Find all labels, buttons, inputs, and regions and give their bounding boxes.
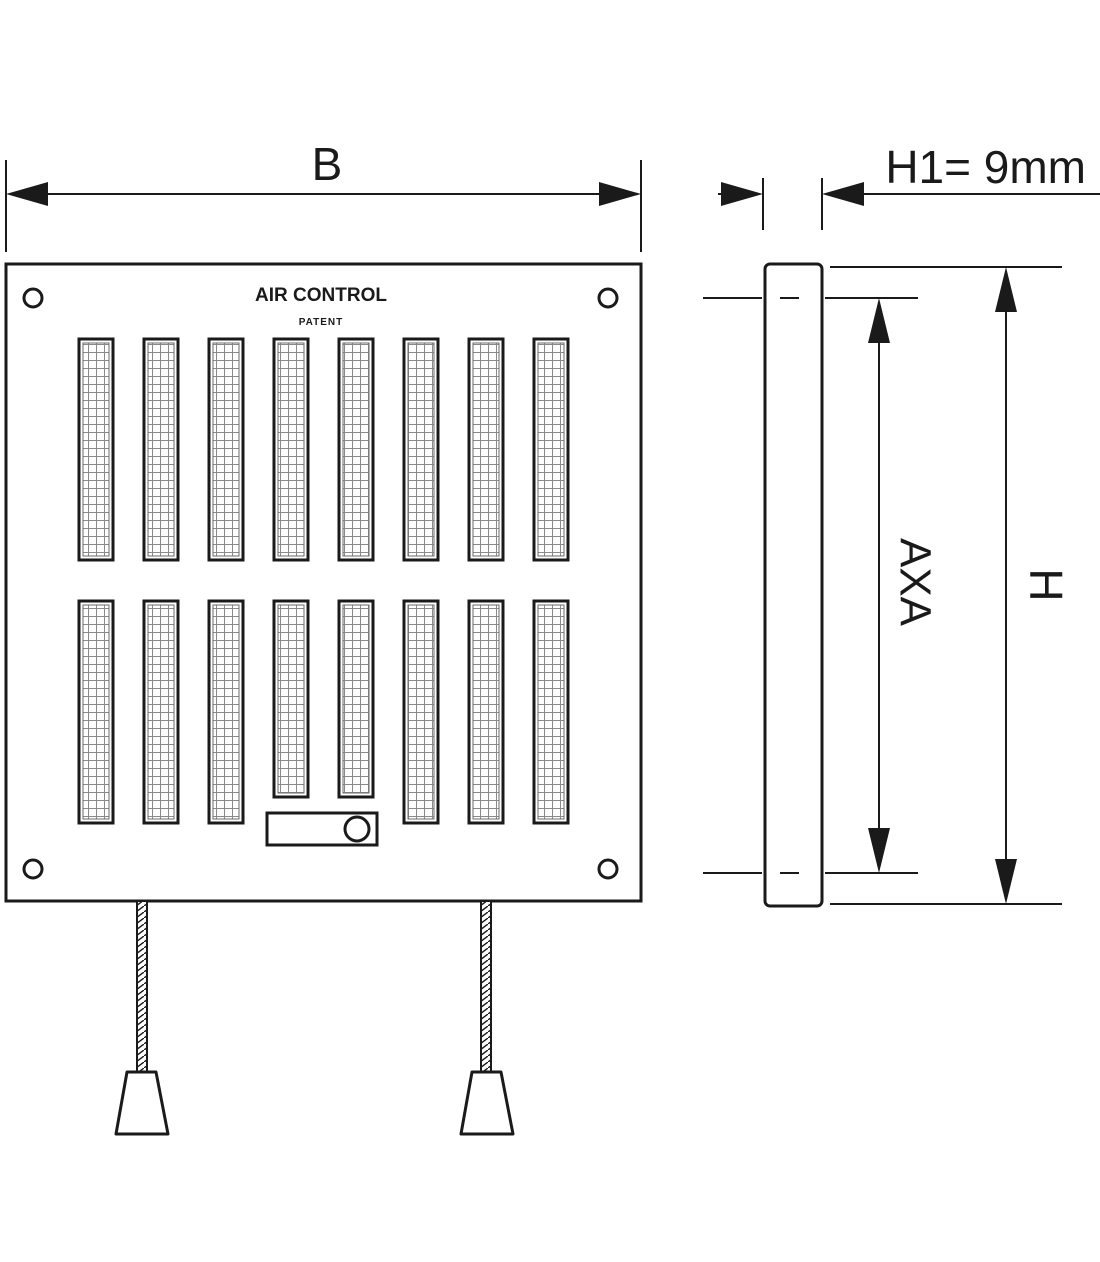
vent-mesh-lower-2 — [147, 604, 175, 820]
brand-label: AIR CONTROL — [255, 285, 387, 306]
vent-mesh-lower-1 — [82, 604, 110, 820]
width-arrow-left — [6, 182, 48, 206]
screw-hole-bottom-right — [597, 858, 619, 880]
patent-label: PATENT — [299, 317, 344, 328]
cord-left — [136, 900, 148, 1077]
vent-mesh-lower-6 — [407, 604, 435, 820]
profile-outline — [763, 262, 824, 908]
screw-hole-top-left — [22, 287, 44, 309]
thickness-arrow-left — [721, 182, 763, 206]
pull-cord-right — [459, 900, 515, 1136]
axa-arrow-top — [868, 298, 890, 343]
screw-hole-bottom-left — [22, 858, 44, 880]
height-arrow-bottom — [995, 859, 1017, 904]
thickness-dimension — [718, 178, 1100, 230]
vent-mesh-upper-4 — [277, 342, 305, 557]
vent-mesh-lower-3 — [212, 604, 240, 820]
axa-arrow-bottom — [868, 828, 890, 873]
thickness-label: H1= 9mm — [885, 141, 1086, 193]
vent-mesh-lower-4 — [277, 604, 305, 794]
pull-cord-left — [114, 900, 170, 1136]
vent-mesh-lower-8 — [537, 604, 565, 820]
screw-hole-top-right — [597, 287, 619, 309]
thickness-arrow-right — [822, 182, 864, 206]
vent-mesh-upper-2 — [147, 342, 175, 557]
vent-mesh-upper-3 — [212, 342, 240, 557]
height-label: H — [1020, 568, 1072, 601]
vent-mesh-lower-5 — [342, 604, 370, 794]
vent-mesh-upper-6 — [407, 342, 435, 557]
side-profile — [703, 262, 1062, 908]
hole-spacing-label: AXA — [890, 538, 939, 627]
height-dimension — [995, 267, 1017, 904]
front-plate: AIR CONTROL PATENT — [4, 262, 643, 903]
hole-spacing-dimension — [868, 298, 890, 873]
slider-knob — [343, 815, 371, 843]
vent-mesh-upper-1 — [82, 342, 110, 557]
width-dimension — [5, 160, 642, 252]
cord-weight-left — [114, 1070, 170, 1136]
vent-slots — [77, 337, 570, 825]
cord-weight-right — [459, 1070, 515, 1136]
width-label: B — [312, 138, 343, 190]
vent-mesh-upper-8 — [537, 342, 565, 557]
height-arrow-top — [995, 267, 1017, 312]
vent-mesh-upper-7 — [472, 342, 500, 557]
vent-mesh-lower-7 — [472, 604, 500, 820]
vent-mesh-upper-5 — [342, 342, 370, 557]
width-arrow-right — [599, 182, 641, 206]
cord-right — [480, 900, 492, 1077]
